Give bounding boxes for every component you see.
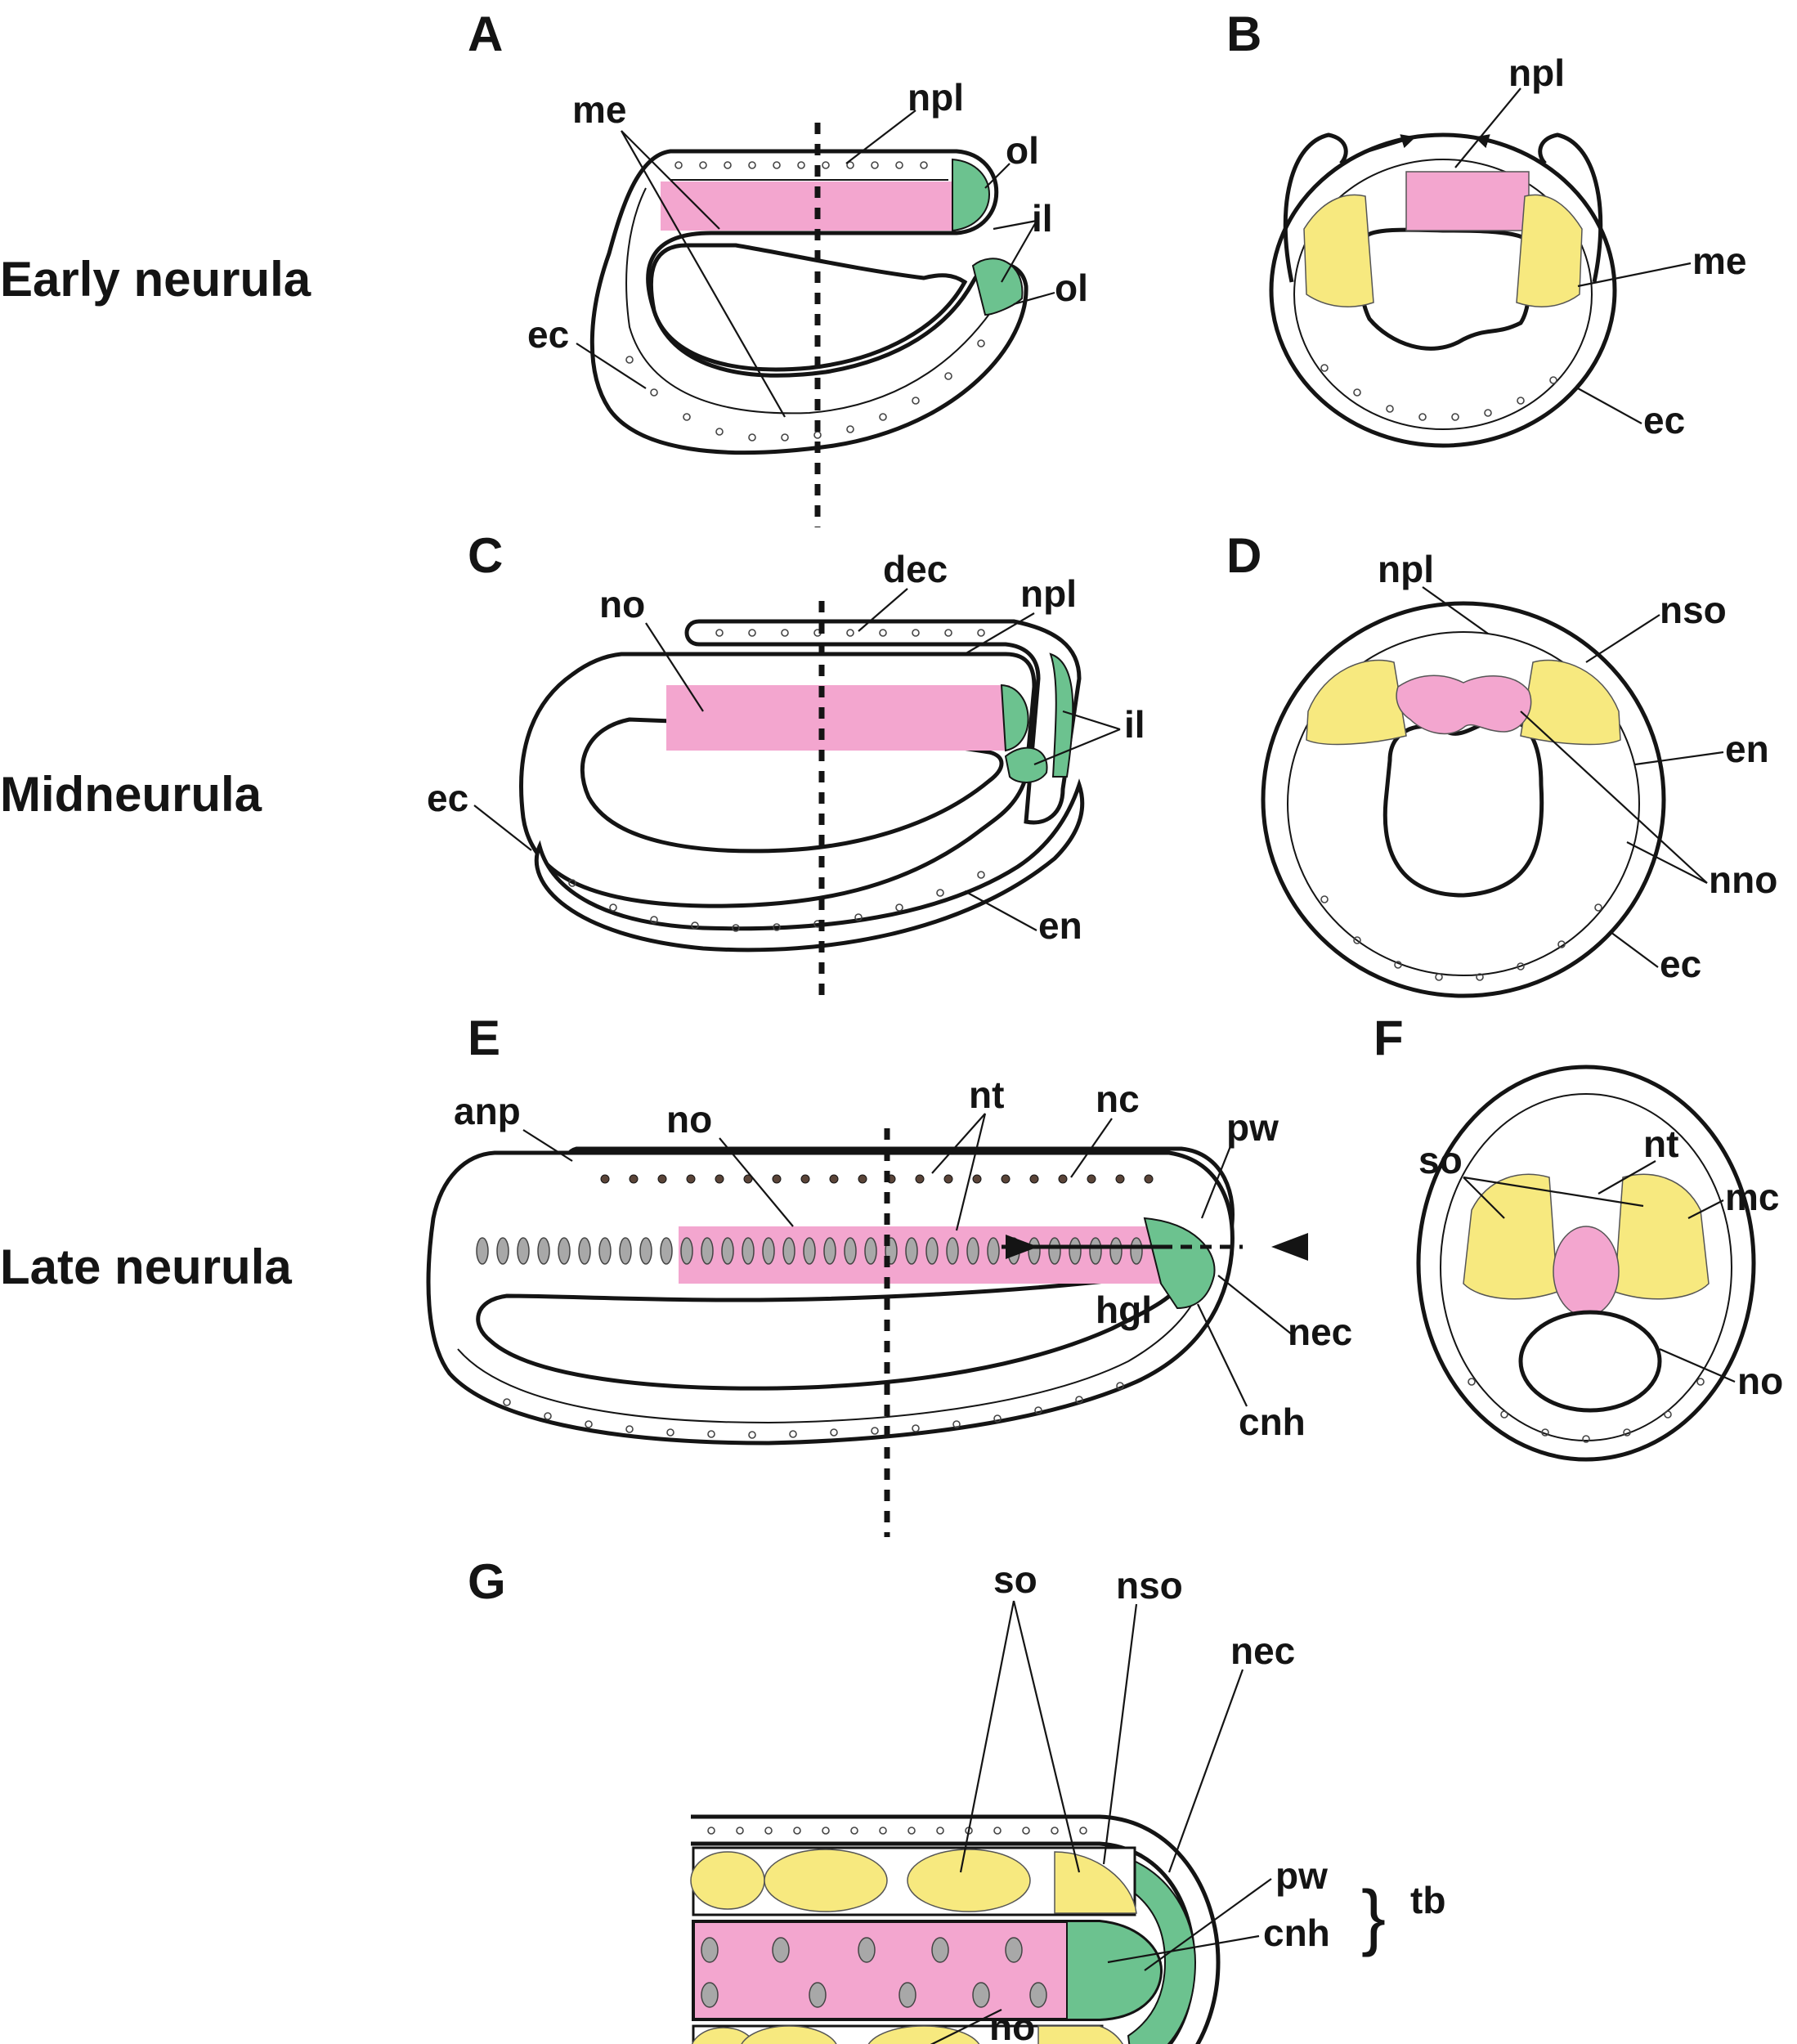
- panel-letter-d: D: [1226, 528, 1261, 583]
- label-a-me: me: [572, 88, 626, 131]
- label-c-en: en: [1038, 904, 1082, 947]
- row-label-late: Late neurula: [0, 1239, 292, 1294]
- label-d-nno: nno: [1709, 858, 1777, 901]
- panel-letter-a: A: [468, 7, 503, 61]
- panel-b-diagram: [1269, 132, 1617, 448]
- label-e-nec: nec: [1288, 1311, 1352, 1353]
- panel-letter-f: F: [1374, 1011, 1404, 1065]
- panel-letter-g: G: [468, 1554, 506, 1609]
- label-c-dec: dec: [883, 548, 948, 590]
- label-f-no: no: [1737, 1360, 1783, 1402]
- label-b-ec: ec: [1643, 399, 1685, 442]
- panel-c-leaders: [473, 588, 1121, 931]
- panel-f-diagram: [1416, 1065, 1756, 1462]
- panel-f-leaders: [1463, 1160, 1736, 1383]
- row-label-early: Early neurula: [0, 252, 311, 307]
- label-d-ec: ec: [1660, 943, 1701, 985]
- panel-e-leaders: [522, 1113, 1293, 1407]
- label-a-ec: ec: [527, 313, 569, 356]
- label-g-so: so: [993, 1558, 1037, 1601]
- panel-c-diagram: [519, 601, 1085, 1002]
- panel-a-diagram: [589, 123, 1028, 527]
- label-f-so: so: [1418, 1139, 1463, 1181]
- panel-e-diagram: [426, 1128, 1308, 1537]
- label-a-ol-bottom: ol: [1055, 267, 1088, 309]
- label-d-nso: nso: [1660, 589, 1727, 631]
- label-c-il: il: [1124, 703, 1145, 746]
- panel-letter-c: C: [468, 528, 503, 583]
- label-e-cnh: cnh: [1239, 1401, 1306, 1443]
- label-a-npl: npl: [907, 76, 964, 119]
- a-notochord-band: [661, 182, 955, 231]
- label-g-nso: nso: [1116, 1564, 1183, 1607]
- label-f-nt: nt: [1643, 1123, 1678, 1165]
- label-g-brace: }: [1361, 1876, 1386, 1958]
- c-notochord-band: [666, 685, 1010, 751]
- label-g-nec: nec: [1230, 1629, 1295, 1672]
- label-d-en: en: [1725, 728, 1769, 770]
- label-a-il: il: [1032, 197, 1053, 240]
- label-e-hgl: hgl: [1096, 1289, 1152, 1331]
- panel-letter-b: B: [1226, 7, 1261, 61]
- label-g-cnh: cnh: [1263, 1912, 1330, 1954]
- label-c-npl: npl: [1020, 572, 1077, 615]
- label-g-tb: tb: [1410, 1879, 1445, 1921]
- label-c-ec: ec: [427, 777, 468, 819]
- panel-d-leaders: [1422, 586, 1724, 968]
- panel-d-diagram: [1261, 601, 1666, 998]
- label-g-pw: pw: [1275, 1854, 1328, 1897]
- row-label-mid: Midneurula: [0, 767, 262, 822]
- panel-g-leaders: [930, 1600, 1272, 2044]
- label-c-no: no: [599, 583, 645, 625]
- panel-g-diagram: [690, 1814, 1221, 2044]
- label-a-ol-top: ol: [1006, 129, 1039, 172]
- label-f-mc: mc: [1725, 1176, 1779, 1218]
- label-e-nc: nc: [1096, 1078, 1140, 1120]
- panel-b-leaders: [1454, 87, 1692, 424]
- label-e-no: no: [666, 1098, 712, 1141]
- label-b-npl: npl: [1508, 52, 1565, 94]
- label-e-nt: nt: [969, 1074, 1004, 1116]
- label-e-anp: anp: [454, 1090, 521, 1132]
- panel-a-leaders: [576, 110, 1055, 418]
- panel-letter-e: E: [468, 1011, 500, 1065]
- label-e-pw: pw: [1226, 1106, 1279, 1149]
- label-d-npl: npl: [1378, 548, 1434, 590]
- label-b-me: me: [1692, 240, 1746, 282]
